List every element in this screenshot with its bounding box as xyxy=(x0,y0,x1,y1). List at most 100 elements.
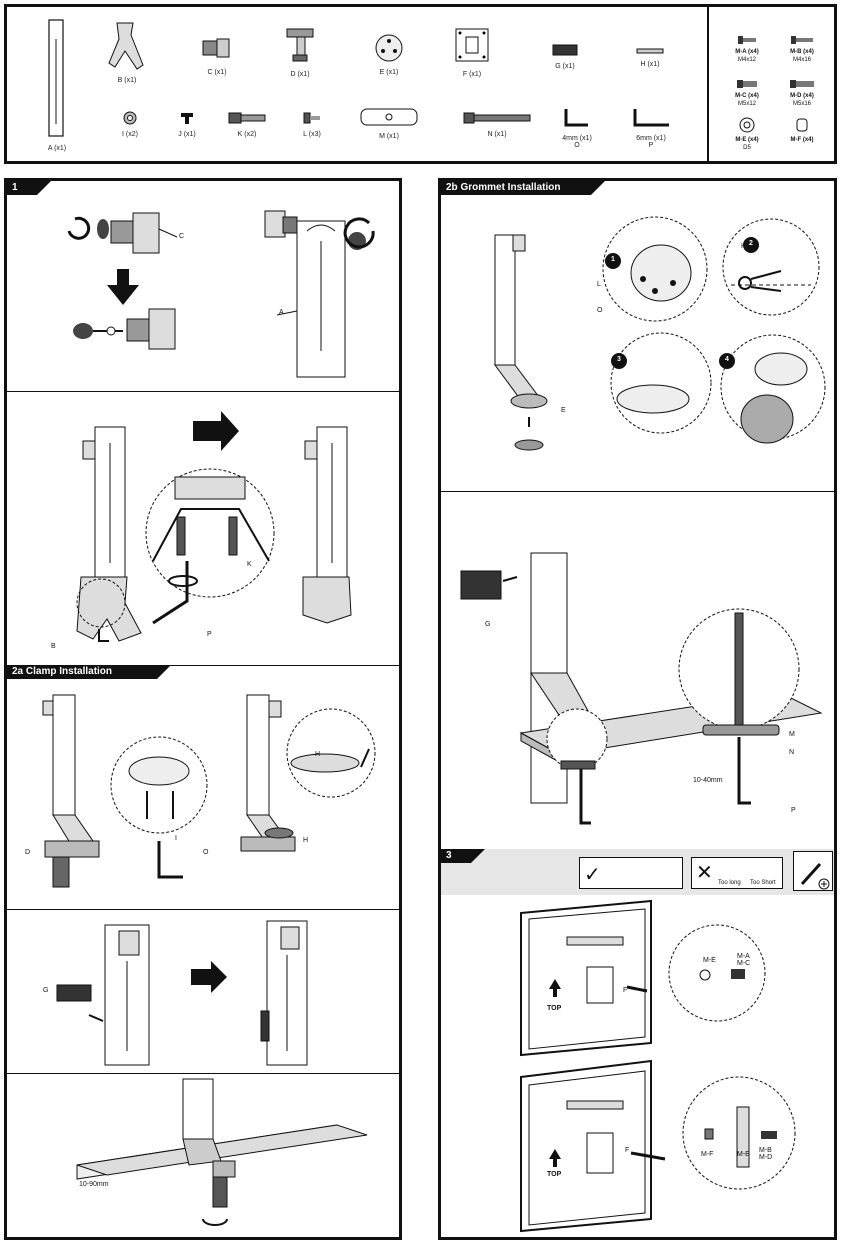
callout-mf: M-F xyxy=(701,1151,714,1158)
too-short-label: Too Short xyxy=(750,880,776,886)
screw-mf: M-F (x4) xyxy=(782,117,822,144)
part-p-sub: P xyxy=(648,142,654,149)
callout-p2: P xyxy=(791,807,796,814)
grommet-plate-icon xyxy=(375,34,403,62)
part-i: I (x2) xyxy=(105,111,155,138)
right-arrow-icon xyxy=(191,961,227,993)
pole-right xyxy=(302,426,352,624)
monitor-mount-illustration xyxy=(520,899,796,1233)
part-b: B (x1) xyxy=(102,21,152,84)
callout-me1: M-E xyxy=(703,957,716,964)
grommet-range: 10-40mm xyxy=(693,777,723,784)
top-label-1: TOP xyxy=(547,1005,562,1012)
screw-me-name: M-E (x4) xyxy=(735,137,759,143)
clamp-icon xyxy=(286,28,314,62)
screw-md-size: M5x16 xyxy=(792,101,811,107)
part-d: D (x1) xyxy=(275,27,325,78)
part-a-label: A (x1) xyxy=(47,145,67,152)
part-l-label: L (x3) xyxy=(303,131,321,138)
part-m-label: M (x1) xyxy=(379,133,399,140)
callout-h2: H xyxy=(303,837,309,844)
screw-mf-name: M-F (x4) xyxy=(790,137,814,143)
callout-f2: F xyxy=(625,1147,630,1154)
clamp-range: 10-90mm xyxy=(79,1181,109,1188)
callout-n3: 3 xyxy=(617,356,621,363)
grommet-install-illustration xyxy=(494,216,826,451)
cable-clip-g xyxy=(460,570,502,600)
part-g: G (x1) xyxy=(540,43,590,70)
callout-o2: O xyxy=(597,307,603,314)
down-arrow-icon xyxy=(107,269,139,305)
callout-c: C xyxy=(179,233,185,240)
screw-mc: M-C (x4) M5x12 xyxy=(727,79,767,108)
part-l: L (x3) xyxy=(287,111,337,138)
part-e: E (x1) xyxy=(364,33,414,76)
tilt-head-icon xyxy=(202,38,230,58)
t-bolt-icon xyxy=(181,113,193,124)
callout-g1: G xyxy=(43,987,49,994)
step-2b-banner: 2b Grommet Installation xyxy=(441,181,605,195)
callout-h3: H xyxy=(741,243,747,250)
pole-left xyxy=(76,426,142,642)
pad-detail-circle xyxy=(286,708,376,798)
callout-p: P xyxy=(207,631,212,638)
callout-n4: 4 xyxy=(725,356,729,363)
screw-md: M-D (x4) M5x16 xyxy=(782,79,822,108)
part-n: N (x1) xyxy=(457,111,537,138)
vesa-plate-icon xyxy=(455,28,489,62)
screwdriver-box xyxy=(793,851,833,891)
cable-clip-icon xyxy=(552,44,578,56)
part-k-label: K (x2) xyxy=(237,131,257,138)
base-attach-illustration xyxy=(76,411,352,642)
clamp-detail-circle xyxy=(110,736,208,879)
clamp-install-illustration xyxy=(42,694,376,888)
screw-me: M-E (x4) D5 xyxy=(727,117,767,152)
tilt-head-assembly-bottom xyxy=(73,308,176,350)
pad-icon xyxy=(636,48,664,54)
grommet-bracket-icon xyxy=(360,108,418,126)
callout-n2: 2 xyxy=(749,240,753,247)
divider-4 xyxy=(7,1073,399,1074)
cable-clip-illustration xyxy=(56,920,308,1066)
detail-3 xyxy=(610,332,712,434)
callout-m: M xyxy=(789,731,795,738)
callout-g2: G xyxy=(485,621,491,628)
desk-clamp-illustration xyxy=(76,1078,368,1226)
right-arrow-icon xyxy=(193,411,239,451)
callout-mb-md: M-B M-D xyxy=(759,1147,773,1161)
part-e-label: E (x1) xyxy=(379,69,399,76)
screw-mb-size: M4x16 xyxy=(792,57,811,63)
part-j: J (x1) xyxy=(162,111,212,138)
pole-with-head xyxy=(264,210,375,378)
part-n-label: N (x1) xyxy=(487,131,507,138)
part-c: C (x1) xyxy=(192,37,242,76)
grommet-desk-illustration xyxy=(460,552,823,825)
screw-md-name: M-D (x4) xyxy=(790,93,814,99)
part-k: K (x2) xyxy=(222,111,272,138)
allen-key-4mm-icon xyxy=(564,109,588,127)
spacer-icon xyxy=(796,118,808,132)
screw-mb: M-B (x4) M4x16 xyxy=(782,35,822,64)
callout-me2: M-E xyxy=(737,1151,750,1158)
parts-divider xyxy=(707,7,709,161)
callout-f1: F xyxy=(623,987,628,994)
part-o-sub: O xyxy=(574,142,580,149)
detail-2 xyxy=(722,218,820,316)
screw-mb-name: M-B (x4) xyxy=(790,49,814,55)
part-g-label: G (x1) xyxy=(555,63,575,70)
arm-with-clamp-left xyxy=(42,694,100,888)
monitor-1 xyxy=(520,899,766,1057)
part-p: 6mm (x1) P xyxy=(621,107,681,149)
screw-icon xyxy=(738,36,756,44)
right-column: 2b Grommet Installation xyxy=(438,178,837,1240)
parts-list: A (x1) B (x1) C (x1) D (x1) E (x1) F (x1… xyxy=(4,4,837,164)
screw-icon xyxy=(737,80,757,88)
washer-icon xyxy=(739,117,755,133)
callout-e: E xyxy=(561,407,566,414)
cross-icon: ✕ xyxy=(696,862,713,884)
monitor-2 xyxy=(520,1059,796,1233)
callout-a: A xyxy=(279,309,284,316)
flat-screw-icon xyxy=(303,112,320,124)
pole-icon xyxy=(48,19,64,137)
part-d-label: D (x1) xyxy=(290,71,310,78)
